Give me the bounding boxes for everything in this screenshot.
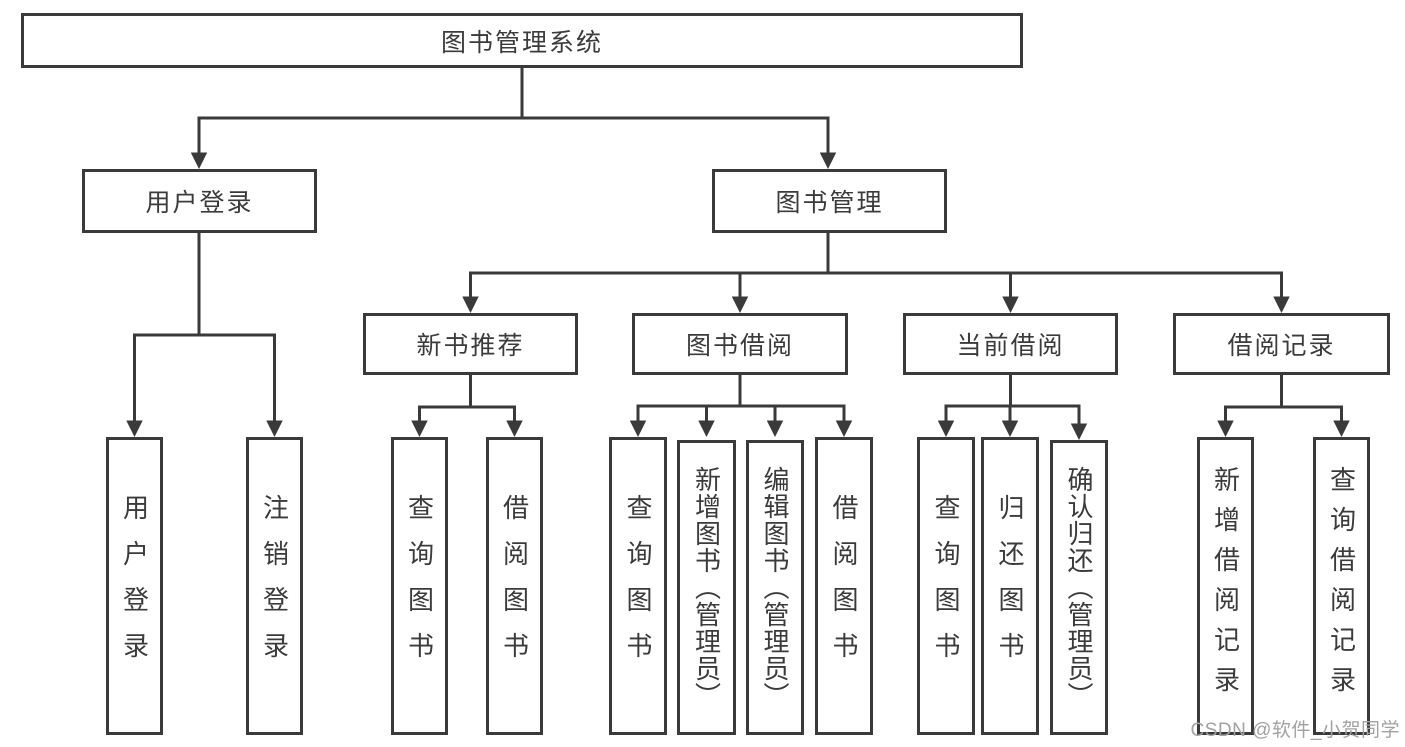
leaf-current-confirm-return-label: 确认归还（管理员） <box>1064 466 1094 709</box>
leaf-rec-borrow-books-label: 借阅图书 <box>499 494 530 678</box>
node-book-management: 图书管理 <box>712 169 947 233</box>
node-borrow-records: 借阅记录 <box>1173 313 1390 375</box>
node-root: 图书管理系统 <box>21 13 1023 68</box>
leaf-borrow-add-books: 新增图书（管理员） <box>677 440 736 735</box>
node-book-borrow: 图书借阅 <box>632 313 848 375</box>
node-borrow-records-label: 借阅记录 <box>1227 332 1336 360</box>
leaf-borrow-query-books: 查询图书 <box>609 437 667 735</box>
leaf-current-return-books-label: 归还图书 <box>995 494 1025 678</box>
leaf-logout-label: 注销登录 <box>259 494 290 678</box>
leaf-user-login: 用户登录 <box>106 437 163 735</box>
leaf-logout: 注销登录 <box>246 437 303 735</box>
leaf-borrow-edit-books-label: 编辑图书（管理员） <box>760 466 790 709</box>
node-new-book-recommend-label: 新书推荐 <box>416 332 525 360</box>
leaf-records-add: 新增借阅记录 <box>1197 437 1254 735</box>
leaf-records-add-label: 新增借阅记录 <box>1210 466 1241 706</box>
leaf-user-login-label: 用户登录 <box>119 494 150 678</box>
leaf-borrow-add-books-label: 新增图书（管理员） <box>691 466 722 709</box>
node-book-borrow-label: 图书借阅 <box>685 332 794 360</box>
leaf-rec-query-books: 查询图书 <box>391 437 448 735</box>
leaf-current-query-books: 查询图书 <box>917 437 975 735</box>
node-current-borrow: 当前借阅 <box>903 313 1118 375</box>
leaf-rec-borrow-books: 借阅图书 <box>486 437 543 735</box>
leaf-borrow-edit-books: 编辑图书（管理员） <box>746 440 804 735</box>
leaf-borrow-borrow-books: 借阅图书 <box>815 437 873 735</box>
node-new-book-recommend: 新书推荐 <box>363 313 578 375</box>
node-user-login: 用户登录 <box>82 169 317 233</box>
leaf-current-query-books-label: 查询图书 <box>931 494 961 678</box>
leaf-rec-query-books-label: 查询图书 <box>404 494 435 678</box>
node-user-login-label: 用户登录 <box>145 189 254 217</box>
leaf-borrow-query-books-label: 查询图书 <box>623 494 653 678</box>
node-book-management-label: 图书管理 <box>775 189 884 217</box>
leaf-current-return-books: 归还图书 <box>981 437 1039 735</box>
leaf-records-query: 查询借阅记录 <box>1313 437 1370 735</box>
watermark-text: CSDN @软件_小贺同学 <box>1190 720 1400 741</box>
leaf-current-confirm-return: 确认归还（管理员） <box>1050 440 1108 735</box>
leaf-records-query-label: 查询借阅记录 <box>1326 466 1357 706</box>
node-current-borrow-label: 当前借阅 <box>956 332 1065 360</box>
node-root-label: 图书管理系统 <box>440 28 603 57</box>
leaf-borrow-borrow-books-label: 借阅图书 <box>829 494 859 678</box>
